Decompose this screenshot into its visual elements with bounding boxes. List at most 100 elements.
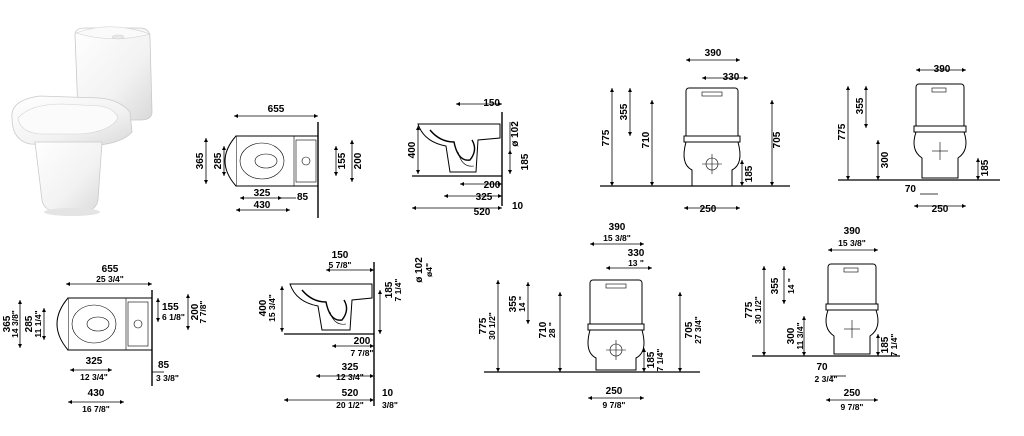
dim-430: 430: [254, 200, 271, 211]
dim-155: 155: [162, 302, 179, 313]
side-view-2-metric: 390 355 775 300 185 70 250: [837, 64, 1000, 215]
dim-185-inch: 7 1/4": [393, 279, 403, 302]
dim-325: 325: [342, 362, 359, 373]
dim-300-inch: 11 3/4": [795, 322, 805, 349]
dim-330-inch: 13 ": [628, 258, 644, 268]
dim-185: 185: [980, 159, 991, 176]
side-section-metric: 150 400 ø 102 185 200 325 520 10: [407, 98, 531, 218]
dim-200: 200: [484, 180, 501, 191]
dim-285: 285: [24, 315, 35, 332]
dim-710-inch: 28 ": [547, 322, 557, 338]
dim-775-inch: 30 1/2": [487, 312, 497, 340]
dim-200: 200: [354, 336, 371, 347]
dim-775: 775: [837, 123, 848, 140]
dim-10-inch: 3/8": [382, 400, 398, 410]
dim-390: 390: [609, 222, 626, 233]
dim-285: 285: [213, 152, 224, 169]
dim-325-inch: 12 3/4": [336, 372, 364, 382]
dim-520-inch: 20 1/2": [336, 400, 364, 410]
dim-diameter-102: ø 102: [510, 121, 521, 147]
dim-250: 250: [932, 204, 949, 215]
dim-250: 250: [844, 388, 861, 399]
dim-70: 70: [905, 184, 917, 195]
dim-325: 325: [254, 188, 271, 199]
dim-365-inch: 14 3/8": [10, 310, 20, 338]
dim-355: 355: [855, 97, 866, 114]
side-section-dual: 150 5 7/8" 400 15 3/4" 185 7 1/4" ø 102 …: [258, 250, 434, 410]
dim-70-inch: 2 3/4": [815, 374, 838, 384]
dim-330: 330: [723, 72, 740, 83]
dim-250: 250: [606, 386, 623, 397]
dim-705-inch: 27 3/4": [693, 316, 703, 344]
dim-325: 325: [86, 356, 103, 367]
dim-775: 775: [744, 301, 755, 318]
dim-70: 70: [816, 362, 828, 373]
dim-365: 365: [195, 152, 206, 169]
dim-200-inch: 7 7/8": [351, 348, 374, 358]
dim-250-inch: 9 7/8": [841, 402, 864, 412]
dim-155: 155: [337, 152, 348, 169]
top-view-metric: 655 365 285 155 200 325 85 430: [195, 104, 364, 218]
dim-85-inch: 3 3/8": [156, 373, 179, 383]
dim-185: 185: [520, 153, 531, 170]
dim-250-inch: 9 7/8": [603, 400, 626, 410]
dim-430: 430: [88, 388, 105, 399]
side-view-2-dual: 390 15 3/8" 355 14 " 775 30 1/2" 300 11 …: [744, 226, 900, 412]
dim-150: 150: [332, 250, 349, 261]
dim-10: 10: [512, 201, 524, 212]
dim-185: 185: [744, 165, 755, 182]
dim-655: 655: [268, 104, 285, 115]
dim-diameter-102: ø 102: [414, 257, 425, 283]
dim-155-inch: 6 1/8": [162, 312, 185, 322]
dim-150-inch: 5 7/8": [329, 260, 352, 270]
dim-390-inch: 15 3/8": [838, 238, 866, 248]
dim-325-inch: 12 3/4": [80, 372, 108, 382]
dim-400-inch: 15 3/4": [267, 294, 277, 322]
dim-710: 710: [641, 131, 652, 148]
dim-390: 390: [934, 64, 951, 75]
dim-355: 355: [770, 277, 781, 294]
dim-200: 200: [190, 303, 201, 320]
dim-655-inch: 25 3/4": [96, 274, 124, 284]
dim-diameter-102-inch: ø4": [424, 263, 434, 277]
dim-520: 520: [474, 207, 491, 218]
dim-185: 185: [384, 281, 395, 298]
front-view-metric: 390 330 355 775 710 705 185 250: [600, 48, 790, 215]
dim-390-inch: 15 3/8": [603, 233, 631, 243]
dim-355: 355: [508, 295, 519, 312]
dim-85: 85: [158, 360, 170, 371]
dim-365: 365: [2, 315, 13, 332]
dim-10: 10: [382, 388, 394, 399]
dim-520: 520: [342, 388, 359, 399]
front-view-dual: 390 15 3/8" 330 13 " 355 14 " 775 30 1/2…: [478, 222, 703, 410]
toilet-product-render: [11, 26, 153, 216]
dim-185-inch: 7 1/4": [889, 334, 899, 357]
dim-150: 150: [483, 98, 500, 109]
dim-185: 185: [646, 351, 657, 368]
dim-185-inch: 7 1/4": [655, 349, 665, 372]
top-view-dual: 655 25 3/4" 365 14 3/8" 285 11 1/4" 155 …: [2, 264, 208, 414]
dim-300: 300: [880, 151, 891, 168]
dim-330: 330: [628, 248, 645, 259]
dim-390: 390: [844, 226, 861, 237]
dim-390: 390: [705, 48, 722, 59]
dim-355: 355: [619, 103, 630, 120]
dim-355-inch: 14 ": [786, 278, 796, 294]
dim-200: 200: [353, 152, 364, 169]
dim-325: 325: [476, 192, 493, 203]
dim-250: 250: [700, 204, 717, 215]
dim-185: 185: [880, 336, 891, 353]
dim-400: 400: [258, 299, 269, 316]
dim-85: 85: [297, 192, 309, 203]
dim-400: 400: [407, 141, 418, 158]
dim-655: 655: [102, 264, 119, 275]
dim-775-inch: 30 1/2": [753, 296, 763, 324]
dim-355-inch: 14 ": [517, 296, 527, 312]
dim-775: 775: [478, 317, 489, 334]
dim-285-inch: 11 1/4": [33, 310, 43, 337]
dim-710: 710: [538, 321, 549, 338]
dim-775: 775: [601, 129, 612, 146]
dim-200-inch: 7 7/8": [198, 301, 208, 324]
dim-705: 705: [772, 131, 783, 148]
